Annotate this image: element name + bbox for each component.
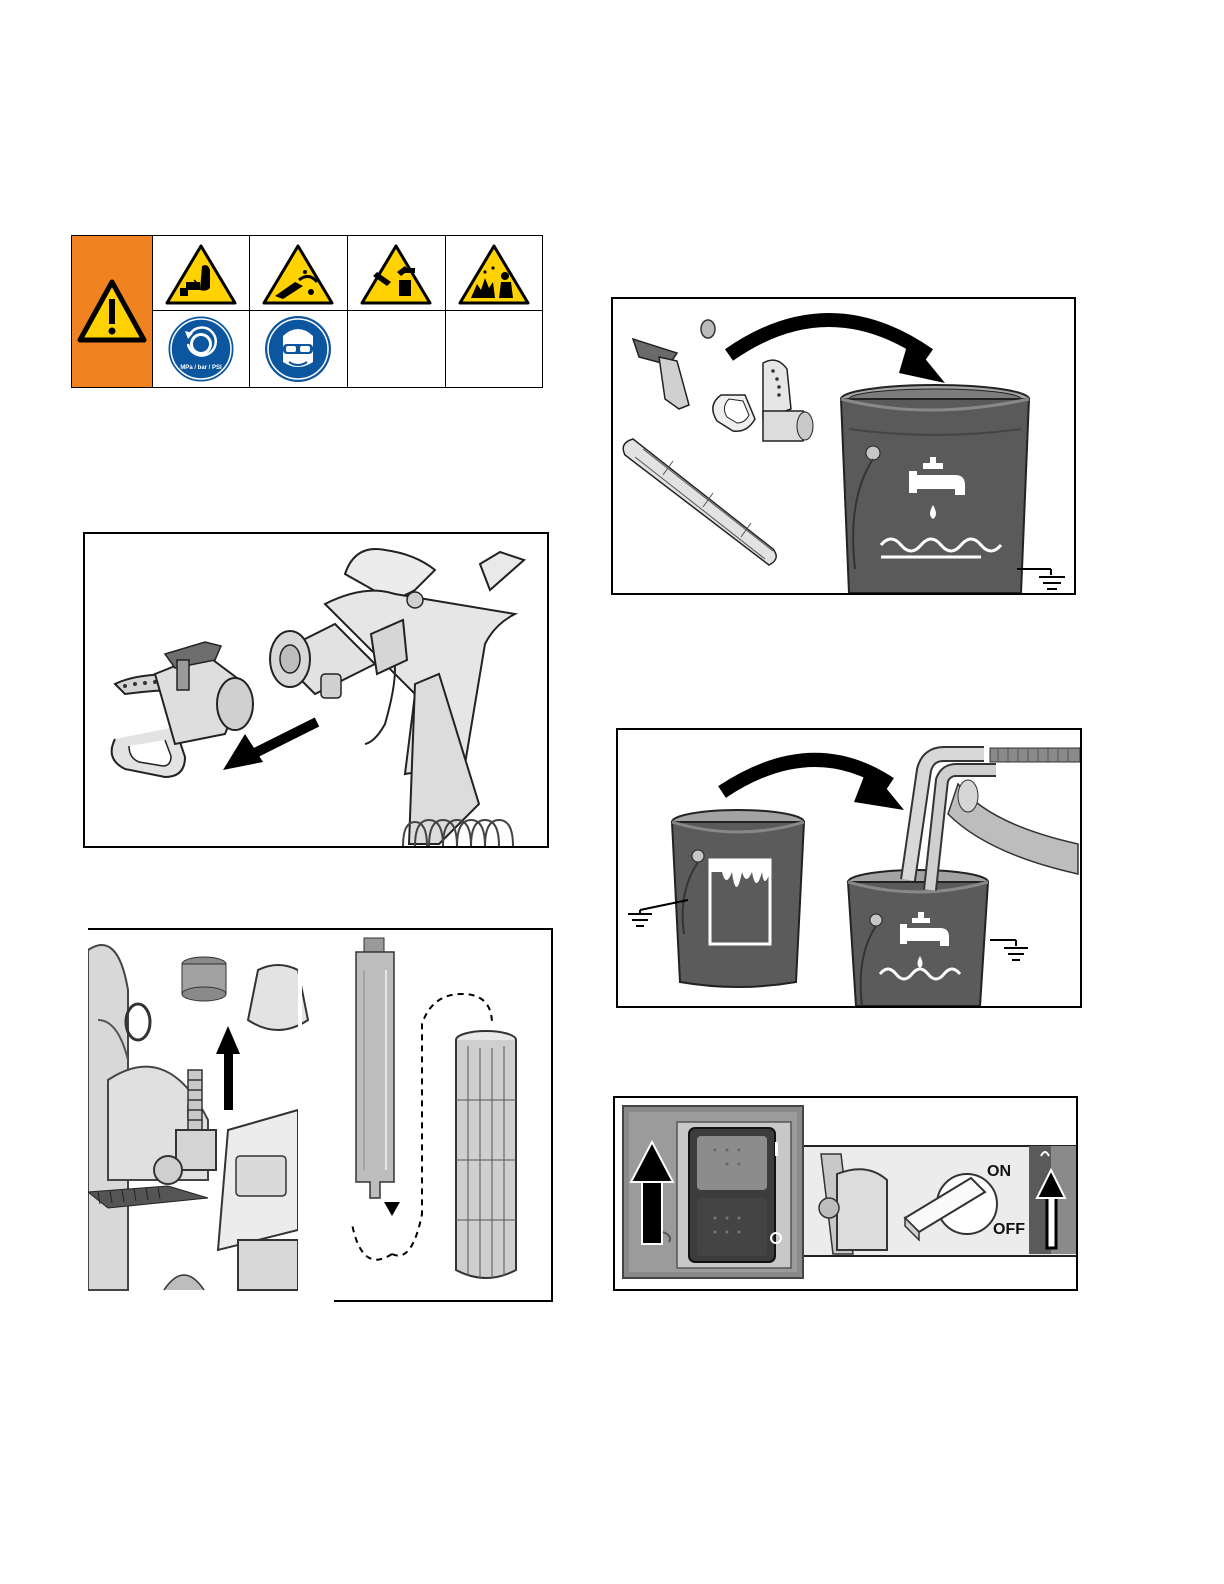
figure-remove-filter [88,928,553,1302]
moving-parts-hazard-icon [359,242,433,306]
figure-move-suction-tube [616,728,1082,1008]
skin-injection-hazard-icon [164,242,238,306]
hose-splash-hazard-icon [261,242,335,306]
pressure-units-label: MPa / bar / PSI [180,365,222,371]
warning-symbols-table: MPa / bar / PSI [71,235,543,388]
figure-remove-spray-tip [83,532,549,848]
pressure-relief-icon: MPa / bar / PSI [162,314,240,384]
figure-parts-into-bucket [611,297,1076,595]
warning-general-icon [72,236,152,387]
eye-protection-icon [259,314,337,384]
figure-power-switch-on: ON OFF [613,1096,1078,1291]
rocker-on-mark [775,1142,778,1156]
switch-on-label: ON [987,1163,1011,1180]
switch-off-label: OFF [993,1221,1025,1238]
fire-explosion-hazard-icon [457,242,531,306]
warning-orange-cell [72,236,152,387]
